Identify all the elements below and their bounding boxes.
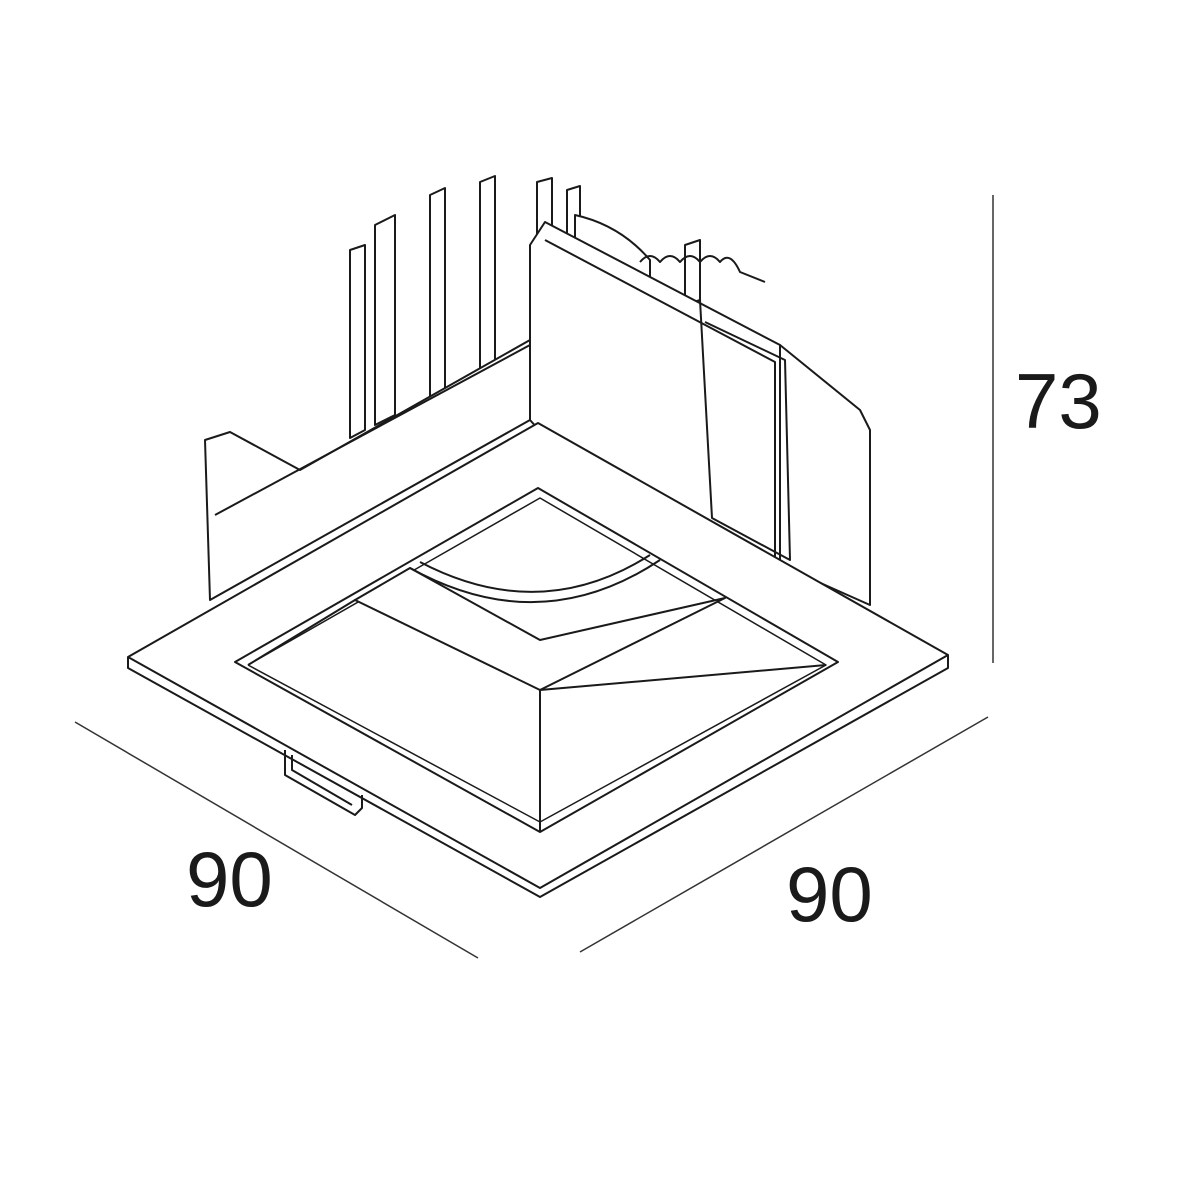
height-dimension-label: 73 — [1015, 357, 1102, 445]
spring-clip — [284, 750, 363, 816]
width-right-dimension-label: 90 — [786, 850, 873, 938]
width-left-dimension-line — [74, 721, 479, 959]
width-left-dimension-label: 90 — [186, 835, 273, 923]
housing — [204, 221, 871, 606]
width-right-dimension-line — [579, 716, 989, 953]
trim-frame — [127, 422, 949, 898]
dimension-lines — [74, 195, 994, 959]
